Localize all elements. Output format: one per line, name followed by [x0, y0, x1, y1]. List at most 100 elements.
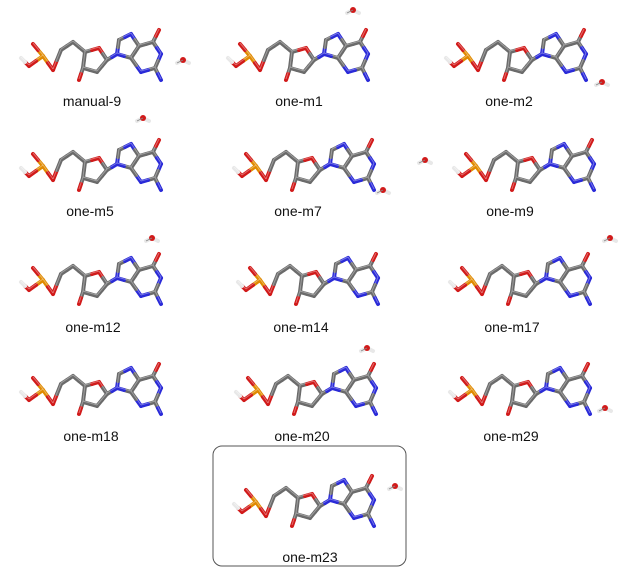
bond-highlight: [154, 52, 162, 68]
bond-highlight: [140, 400, 156, 406]
bond-outline: [145, 237, 153, 242]
bond-highlight: [130, 390, 142, 406]
bond-highlight: [547, 256, 561, 264]
bond-highlight: [531, 156, 541, 170]
panel-label-one-m14: one-m14: [273, 319, 328, 335]
bond-highlight: [96, 168, 108, 182]
bond-highlight: [563, 40, 579, 46]
bond: [290, 518, 296, 528]
bond-highlight: [321, 386, 333, 394]
bond: [129, 280, 138, 291]
bond-highlight: [243, 388, 259, 400]
bond-highlight: [299, 274, 303, 292]
bond-outline: [176, 59, 184, 64]
bond-highlight: [116, 276, 132, 282]
bond-highlight: [138, 264, 154, 270]
bond-outline: [376, 189, 384, 194]
bond-highlight: [331, 142, 345, 150]
bond-highlight: [279, 40, 293, 52]
bond-highlight: [52, 158, 62, 180]
bond-highlight: [323, 38, 327, 54]
bond: [290, 182, 296, 192]
bond: [31, 266, 40, 276]
bond-highlight: [96, 392, 108, 406]
bond-highlight: [72, 264, 86, 276]
bond: [511, 384, 516, 396]
bond-highlight: [130, 44, 140, 58]
water-molecule: [417, 157, 433, 165]
bond: [444, 56, 452, 64]
panel-label-one-m12: one-m12: [65, 319, 120, 335]
molecule-one-m29: [448, 362, 592, 416]
bond-highlight: [329, 162, 345, 168]
bond-highlight: [361, 66, 369, 80]
bond-highlight: [507, 400, 513, 414]
bond-highlight: [347, 268, 357, 282]
bond: [328, 162, 339, 168]
bond-highlight: [471, 278, 483, 294]
panel-label-one-m7: one-m7: [274, 203, 322, 219]
bond: [82, 384, 87, 396]
bond-highlight: [559, 268, 569, 282]
bond-highlight: [96, 58, 108, 72]
bond-highlight: [78, 66, 84, 80]
bond-highlight: [130, 268, 140, 282]
bond-highlight: [501, 374, 515, 386]
bond-highlight: [367, 498, 375, 514]
bond-highlight: [559, 256, 569, 270]
bond-highlight: [555, 32, 565, 46]
bond: [244, 488, 253, 498]
bond-highlight: [82, 50, 86, 68]
bond-highlight: [549, 162, 565, 168]
bond: [544, 386, 555, 392]
bond-highlight: [291, 46, 307, 52]
bond-highlight: [559, 366, 569, 380]
bond: [583, 252, 590, 262]
bond-highlight: [84, 380, 100, 386]
bond-highlight: [581, 374, 591, 388]
bond-highlight: [140, 290, 156, 296]
bond-highlight: [367, 162, 375, 178]
bond: [342, 502, 351, 513]
bond-highlight: [371, 290, 379, 304]
bond-highlight: [347, 66, 363, 72]
bond-highlight: [539, 162, 551, 170]
molecule-one-m7: [232, 138, 376, 192]
bond-highlight: [285, 150, 299, 162]
bond-highlight: [325, 32, 339, 40]
bond-highlight: [245, 278, 261, 290]
bond: [19, 56, 27, 64]
water-molecule: [375, 187, 391, 195]
bond-highlight: [313, 282, 325, 296]
bond-highlight: [152, 252, 160, 266]
bond-highlight: [367, 512, 375, 526]
bond-highlight: [367, 176, 375, 190]
bond-highlight: [525, 392, 537, 406]
bond: [19, 166, 27, 174]
bond-highlight: [507, 290, 513, 304]
bond-highlight: [285, 486, 299, 498]
bond-highlight: [521, 58, 533, 72]
bond-highlight: [571, 150, 587, 156]
bond-highlight: [511, 290, 527, 296]
bond-highlight: [535, 386, 547, 394]
bond-highlight: [319, 498, 331, 506]
bond-highlight: [152, 362, 160, 376]
water-molecule: [175, 57, 191, 65]
bond: [154, 362, 161, 372]
molecule-one-m9: [452, 138, 596, 192]
bond-highlight: [130, 166, 142, 182]
molecule-one-m2: [444, 28, 588, 82]
bond-highlight: [541, 38, 545, 54]
bond-highlight: [587, 176, 595, 190]
bond-highlight: [28, 388, 44, 400]
bond-highlight: [577, 40, 587, 54]
bond-highlight: [293, 400, 299, 414]
molecule-manual-9: [19, 28, 163, 82]
bond-highlight: [493, 150, 507, 160]
bond-highlight: [517, 156, 533, 162]
bond: [369, 518, 376, 528]
bond-highlight: [511, 176, 517, 190]
bond-highlight: [82, 274, 86, 292]
bond-highlight: [275, 374, 289, 384]
